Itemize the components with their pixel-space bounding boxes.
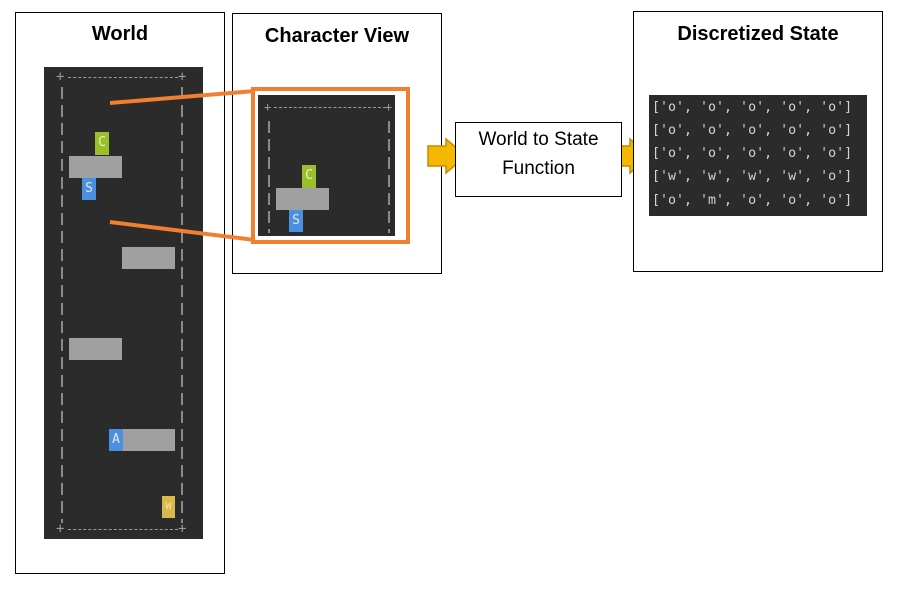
state-row: ['o', 'o', 'o', 'o', 'o']: [652, 123, 853, 138]
world-border-left: [61, 87, 63, 523]
cv-start-tile: [289, 210, 303, 232]
world-border-top: [68, 77, 178, 79]
world-platform-4: [122, 429, 175, 451]
cv-corner-tl: +: [264, 100, 272, 114]
cv-border-left: [268, 121, 270, 233]
world-title: World: [91, 23, 149, 45]
state-row: ['o', 'o', 'o', 'o', 'o']: [652, 146, 853, 161]
world-terminal: + + + + C S A W: [44, 67, 203, 539]
state-row: ['w', 'w', 'w', 'w', 'o']: [652, 169, 853, 184]
world-corner-bl: +: [56, 521, 65, 537]
cv-border-top: [274, 107, 386, 109]
world-start-tile: [82, 178, 96, 200]
world-border-bottom: [68, 529, 178, 531]
state-row: ['o', 'o', 'o', 'o', 'o']: [652, 100, 853, 115]
cv-border-right: [388, 121, 390, 233]
cv-start-glyph: S: [292, 213, 300, 228]
world-corner-br: +: [178, 521, 187, 537]
world-corner-tr: +: [178, 69, 187, 85]
world-agent-glyph: A: [112, 432, 120, 447]
character-view-title: Character View: [264, 25, 410, 47]
world-corner-tl: +: [56, 69, 65, 85]
cv-character-tile: [302, 165, 316, 188]
world-goal-glyph: W: [165, 501, 172, 512]
world-platform-1: [69, 156, 122, 178]
state-row: ['o', 'm', 'o', 'o', 'o']: [652, 193, 853, 208]
character-view-highlight: [251, 87, 410, 244]
world-goal-tile: [162, 496, 175, 518]
function-label-line1: World to State: [478, 129, 599, 150]
function-label-line2: Function: [502, 158, 575, 179]
world-character-tile: [95, 132, 109, 155]
world-character-glyph: C: [98, 135, 106, 150]
world-agent-tile: [109, 429, 123, 451]
cv-platform: [276, 188, 329, 210]
discretized-state-title: Discretized State: [677, 23, 839, 45]
cv-character-glyph: C: [305, 168, 313, 183]
state-terminal: ['o', 'o', 'o', 'o', 'o'] ['o', 'o', 'o'…: [649, 95, 867, 216]
world-platform-3: [69, 338, 122, 360]
world-platform-2: [122, 247, 175, 269]
world-border-right: [181, 87, 183, 523]
world-start-glyph: S: [85, 181, 93, 196]
world-to-state-function-box: World to State Function: [455, 122, 622, 197]
character-view-terminal: + + C S: [258, 95, 395, 236]
cv-corner-tr: +: [385, 100, 393, 114]
